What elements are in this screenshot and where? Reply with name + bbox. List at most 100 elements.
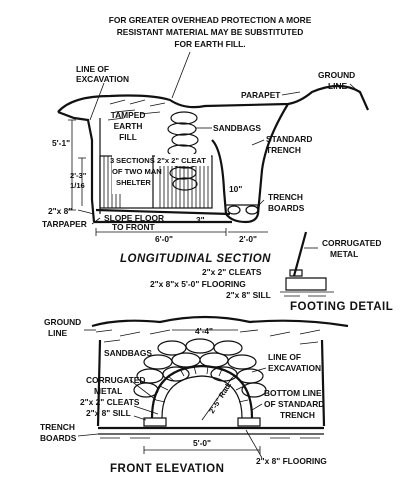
dim-length-line: [95, 228, 227, 236]
trench-floor: [225, 213, 260, 224]
sandbags-column: [167, 111, 199, 191]
front-ground-line: [91, 315, 349, 328]
label-front-metal-2: METAL: [94, 386, 122, 396]
label-front-metal-1: CORRUGATED: [86, 375, 145, 385]
title-longitudinal-section: LONGITUDINAL SECTION: [120, 253, 271, 265]
label-standard-trench-1: STANDARD: [266, 134, 312, 144]
label-sections-3: SHELTER: [116, 178, 151, 187]
label-footing-cleats: 2"x 2" CLEATS: [202, 267, 262, 277]
longitudinal-section: LINE OF EXCAVATION TAMPED EARTH FILL PAR…: [42, 64, 370, 265]
leader-trench: [251, 139, 265, 146]
arch-corrugation: [155, 365, 249, 403]
label-tamped-2: EARTH: [114, 121, 143, 131]
label-front-radius: 2'-5" Rad.: [207, 381, 233, 415]
leader-front-bottom: [251, 403, 263, 411]
note-line-1: FOR GREATER OVERHEAD PROTECTION A MORE: [109, 15, 312, 25]
label-footing-metal-2: METAL: [330, 249, 358, 259]
label-sections-2: OF TWO MAN: [112, 167, 162, 176]
arch-inner: [161, 375, 243, 419]
floor-slope: [95, 208, 231, 216]
label-footing-sill: 2"x 8" SILL: [226, 290, 271, 300]
label-dim-height-inner: 2'-3": [70, 171, 87, 180]
label-front-bottom-3: TRENCH: [280, 410, 315, 420]
title-front-elevation: FRONT ELEVATION: [110, 463, 224, 475]
leader-excavation: [89, 82, 105, 121]
label-line-of-excavation-2: EXCAVATION: [76, 74, 129, 84]
front-elevation: GROUND LINE 4'-4" SANDBAGS LINE OF EXCAV…: [40, 315, 349, 475]
front-excavation-right: [320, 339, 326, 427]
note-leader: [171, 51, 191, 99]
dim-width-line: [143, 446, 261, 454]
trench-wall: [211, 103, 289, 215]
label-front-dim-top: 4'-4": [195, 326, 213, 336]
leader-front-metal: [129, 379, 157, 401]
label-trench-boards-2: BOARDS: [268, 203, 305, 213]
label-footing-metal-1: CORRUGATED: [322, 238, 381, 248]
label-slope-floor-1: SLOPE FLOOR: [104, 213, 164, 223]
leader-trench-boards: [255, 199, 265, 209]
label-tamped-3: FILL: [119, 132, 137, 142]
front-earth-hatch: [95, 329, 321, 345]
label-footing-flooring: 2"x 8"x 5'-0" FLOORING: [150, 279, 246, 289]
footing-cleat: [289, 269, 303, 277]
front-sill-left: [143, 417, 167, 427]
leader-tarpaper: [91, 217, 101, 225]
label-ground-line-1: GROUND: [318, 70, 355, 80]
label-front-width: 5'-0": [193, 438, 211, 448]
label-length: 6'-0": [155, 234, 173, 244]
label-front-excavation-2: EXCAVATION: [268, 363, 321, 373]
leader-front-sill: [133, 415, 147, 421]
leader-2x8: [77, 209, 95, 215]
cleat-label-bg: [155, 154, 211, 166]
label-ground-line-2: LINE: [328, 81, 347, 91]
label-cleat: 2"x 2" CLEAT: [157, 156, 206, 165]
leader-front-excavation: [251, 367, 267, 373]
label-dim-height-frac: 1/16: [70, 181, 85, 190]
label-front-sandbags: SANDBAGS: [104, 348, 152, 358]
front-excavation-left: [96, 339, 102, 427]
footing-sill: [285, 277, 327, 291]
excavation-wall-left: [57, 110, 96, 223]
label-front-cleats: 2"x 2" CLEATS: [80, 397, 140, 407]
label-trench-length: 2'-0": [239, 234, 257, 244]
title-footing-detail: FOOTING DETAIL: [290, 301, 393, 313]
dim-height-top-line: [68, 119, 76, 211]
label-tamped-1: TAMPED: [111, 110, 146, 120]
arch-outer: [150, 364, 254, 419]
label-standard-trench-2: TRENCH: [266, 145, 301, 155]
label-front-bottom-1: BOTTOM LINE: [264, 388, 322, 398]
label-front-sill: 2"x 8" SILL: [86, 408, 131, 418]
radius-line: [201, 377, 233, 421]
front-sill-right: [237, 417, 261, 427]
label-tarpaper: TARPAPER: [42, 219, 87, 229]
earth-fill-hatch: [107, 99, 166, 121]
leader-parapet: [281, 91, 301, 96]
ground-profile: [57, 84, 370, 113]
leader-front-trench-boards: [77, 433, 99, 437]
label-line-of-excavation-1: LINE OF: [76, 64, 109, 74]
footing-detail: CORRUGATED METAL 2"x 2" CLEATS 2"x 8"x 5…: [150, 231, 393, 313]
label-front-trench-boards-1: TRENCH: [40, 422, 75, 432]
label-front-ground-2: LINE: [48, 328, 67, 338]
label-trench-boards-1: TRENCH: [268, 192, 303, 202]
sections-label-bg: [112, 152, 152, 194]
leader-ground: [349, 83, 363, 96]
label-2x8: 2"x 8": [48, 206, 72, 216]
label-three-inch: 3": [196, 215, 205, 225]
label-dim-height-top: 5'-1": [52, 138, 70, 148]
label-slope-floor-2: TO FRONT: [112, 222, 156, 232]
label-sections-1: SECTIONS: [116, 156, 155, 165]
label-sections-count: 3: [110, 156, 114, 165]
leader-front-flooring: [245, 429, 263, 459]
label-parapet: PARAPET: [241, 90, 281, 100]
leader-front-cleats: [133, 405, 159, 415]
note-line-3: FOR EARTH FILL.: [174, 39, 245, 49]
footing-earth: [280, 291, 334, 297]
footing-corrugated-sheet: [292, 231, 308, 277]
label-front-bottom-2: OF STANDARD: [264, 399, 324, 409]
label-front-ground-1: GROUND: [44, 317, 81, 327]
label-sandbags: SANDBAGS: [213, 123, 261, 133]
note-line-2: RESISTANT MATERIAL MAY BE SUBSTITUTED: [117, 27, 304, 37]
